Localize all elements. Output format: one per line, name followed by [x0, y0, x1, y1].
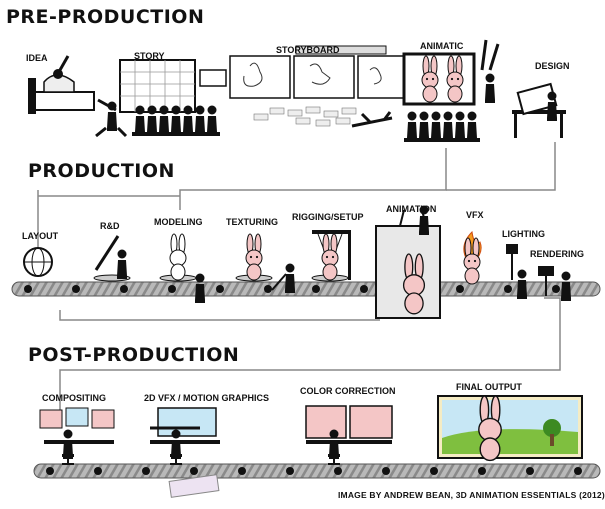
label-color-correction: COLOR CORRECTION [300, 386, 396, 396]
story-board-illustration [95, 59, 227, 138]
vfx-station [463, 230, 482, 285]
production-conveyor [11, 281, 601, 297]
storyboard-panels [229, 45, 409, 127]
post-conveyor [33, 463, 601, 479]
section-title-post-production: POST-PRODUCTION [28, 344, 240, 366]
label-rnd: R&D [100, 221, 120, 231]
resting-figure [351, 111, 393, 128]
final-output-frame [437, 395, 583, 462]
rnd-station [93, 235, 131, 282]
label-texturing: TEXTURING [226, 217, 279, 227]
label-storyboard: STORYBOARD [276, 45, 340, 55]
flow-lines [37, 142, 561, 410]
animation-board [375, 205, 441, 319]
label-final-output: FINAL OUTPUT [456, 382, 522, 392]
label-motion-graphics: 2D VFX / MOTION GRAPHICS [144, 393, 270, 403]
color-correction-station [305, 405, 393, 465]
label-vfx: VFX [466, 210, 484, 220]
modeling-station [159, 233, 205, 303]
compositing-station [39, 407, 115, 465]
label-modeling: MODELING [154, 217, 203, 227]
label-story: STORY [134, 51, 165, 61]
image-credit: IMAGE BY ANDREW BEAN, 3D ANIMATION ESSEN… [338, 490, 605, 500]
rigging-station [311, 230, 351, 282]
design-desk [512, 82, 566, 138]
rendering-station [538, 266, 571, 301]
idea-bed-illustration [28, 55, 95, 114]
story-audience [132, 105, 220, 136]
layout-globe [23, 247, 53, 277]
motion-graphics-station [150, 407, 220, 498]
animatic-audience [404, 111, 480, 142]
section-title-production: PRODUCTION [28, 160, 175, 182]
texturing-station [235, 233, 295, 293]
label-compositing: COMPOSITING [42, 393, 107, 403]
label-animation: ANIMATION [386, 204, 437, 214]
label-rendering: RENDERING [530, 249, 585, 259]
label-layout: LAYOUT [22, 231, 59, 241]
label-animatic: ANIMATIC [420, 41, 464, 51]
label-idea: IDEA [26, 53, 48, 63]
label-lighting: LIGHTING [502, 229, 545, 239]
lighting-station [506, 244, 527, 299]
animatic-screen [402, 39, 500, 106]
section-title-pre-production: PRE-PRODUCTION [6, 6, 205, 28]
label-rigging: RIGGING/SETUP [292, 212, 364, 222]
label-design: DESIGN [535, 61, 570, 71]
